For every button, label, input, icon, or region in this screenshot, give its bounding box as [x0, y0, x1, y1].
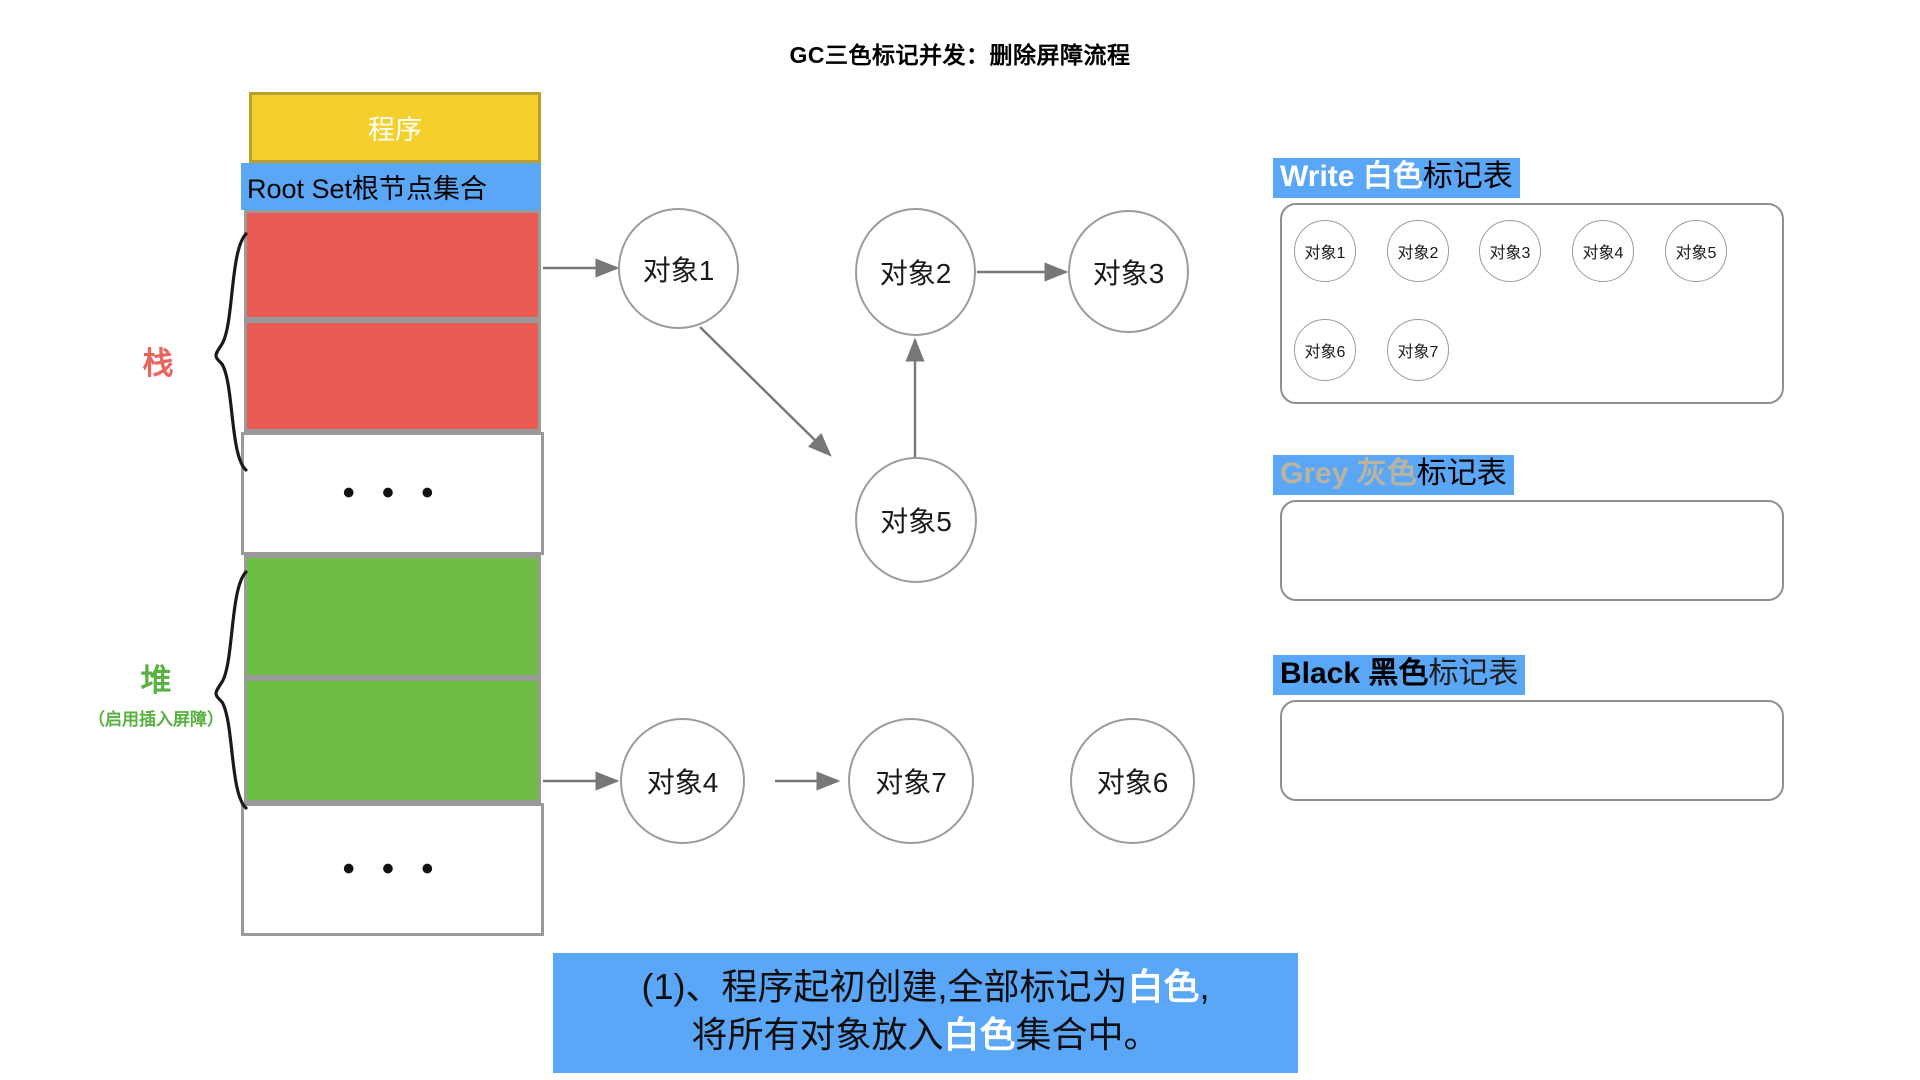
white-chip-obj5[interactable]: 对象5 [1665, 220, 1727, 282]
memory-block-stack-slot-2 [244, 320, 541, 432]
graph-node-obj6-label: 对象6 [1096, 767, 1169, 798]
caption-line-1-b: , [1199, 966, 1210, 1007]
caption-line-1-highlight: 白色 [1127, 966, 1200, 1007]
white-mark-table-title-color: 白色 [1362, 160, 1423, 193]
caption-line-1-a: (1)、程序起初创建,全部标记为 [641, 966, 1128, 1007]
graph-node-obj2-label: 对象2 [879, 258, 952, 289]
memory-block-stack-slot-1 [244, 210, 541, 320]
graph-node-obj5-label: 对象5 [880, 506, 952, 537]
graph-node-obj4[interactable]: 对象4 [620, 718, 745, 844]
white-chip-obj1[interactable]: 对象1 [1294, 220, 1356, 282]
caption-line-2-highlight: 白色 [943, 1014, 1016, 1056]
graph-node-obj3[interactable]: 对象3 [1068, 210, 1189, 333]
grey-mark-table-title-en: Grey [1280, 457, 1349, 490]
white-mark-table-title-tail: 标记表 [1422, 160, 1513, 193]
graph-node-obj1-label: 对象1 [642, 254, 715, 286]
black-mark-table-title-en: Black [1280, 657, 1361, 690]
white-chip-obj2-label: 对象2 [1397, 245, 1439, 262]
black-mark-table-title-tail: 标记表 [1428, 657, 1519, 690]
white-chip-obj7[interactable]: 对象7 [1387, 319, 1449, 381]
white-chip-obj7-label: 对象7 [1397, 344, 1439, 361]
heap-label: 堆 [140, 663, 172, 698]
black-mark-table-title-color: 黑色 [1368, 657, 1429, 690]
stack-brace [214, 232, 248, 472]
memory-block-program-label: 程序 [368, 115, 422, 145]
grey-mark-table-box [1280, 500, 1784, 601]
graph-node-obj2[interactable]: 对象2 [855, 208, 976, 336]
memory-block-heap-ellipsis: • • • [241, 803, 544, 936]
white-chip-obj2[interactable]: 对象2 [1387, 220, 1449, 282]
caption-line-2-a: 将所有对象放入 [691, 1014, 944, 1056]
memory-block-root-set-label: Root Set根节点集合 [247, 174, 488, 204]
black-mark-table-box [1280, 700, 1784, 801]
grey-mark-table-title-tail: 标记表 [1416, 457, 1507, 490]
white-mark-table-title-en: Write [1280, 160, 1355, 193]
grey-mark-table-title: Grey 灰色标记表 [1273, 455, 1514, 495]
stack-label: 栈 [142, 346, 174, 381]
memory-block-heap-slot-1 [244, 555, 541, 678]
white-chip-obj4-label: 对象4 [1582, 245, 1624, 262]
memory-block-stack-ellipsis: • • • [241, 432, 544, 555]
graph-node-obj7[interactable]: 对象7 [848, 718, 974, 844]
white-chip-obj6[interactable]: 对象6 [1294, 319, 1356, 381]
graph-node-obj4-label: 对象4 [646, 767, 719, 798]
white-chip-obj4[interactable]: 对象4 [1572, 220, 1634, 282]
heap-brace [214, 570, 248, 810]
page-title: GC三色标记并发：删除屏障流程 [789, 42, 1131, 68]
heap-sub-label: （启用插入屏障） [88, 710, 224, 729]
white-chip-obj3[interactable]: 对象3 [1479, 220, 1541, 282]
white-chip-obj1-label: 对象1 [1304, 245, 1346, 262]
caption-line-2-b: 集合中。 [1015, 1014, 1160, 1056]
graph-node-obj3-label: 对象3 [1092, 257, 1165, 289]
memory-block-root-set: Root Set根节点集合 [241, 163, 541, 210]
caption-line-1: (1)、程序起初创建,全部标记为白色, [553, 963, 1298, 1011]
memory-block-heap-slot-2 [244, 678, 541, 803]
white-chip-obj5-label: 对象5 [1675, 245, 1717, 262]
graph-node-obj1[interactable]: 对象1 [618, 208, 739, 329]
black-mark-table-title: Black 黑色标记表 [1273, 655, 1526, 695]
caption-banner: (1)、程序起初创建,全部标记为白色, 将所有对象放入白色集合中。 [553, 953, 1298, 1074]
grey-mark-table-title-color: 灰色 [1356, 457, 1417, 490]
graph-node-obj5[interactable]: 对象5 [855, 457, 977, 583]
memory-block-program: 程序 [249, 92, 541, 163]
caption-line-2: 将所有对象放入白色集合中。 [553, 1011, 1298, 1059]
white-chip-obj3-label: 对象3 [1489, 245, 1531, 262]
graph-node-obj7-label: 对象7 [875, 767, 947, 798]
white-chip-obj6-label: 对象6 [1304, 344, 1346, 361]
white-mark-table-title: Write 白色标记表 [1273, 158, 1520, 198]
graph-node-obj6[interactable]: 对象6 [1070, 718, 1195, 844]
